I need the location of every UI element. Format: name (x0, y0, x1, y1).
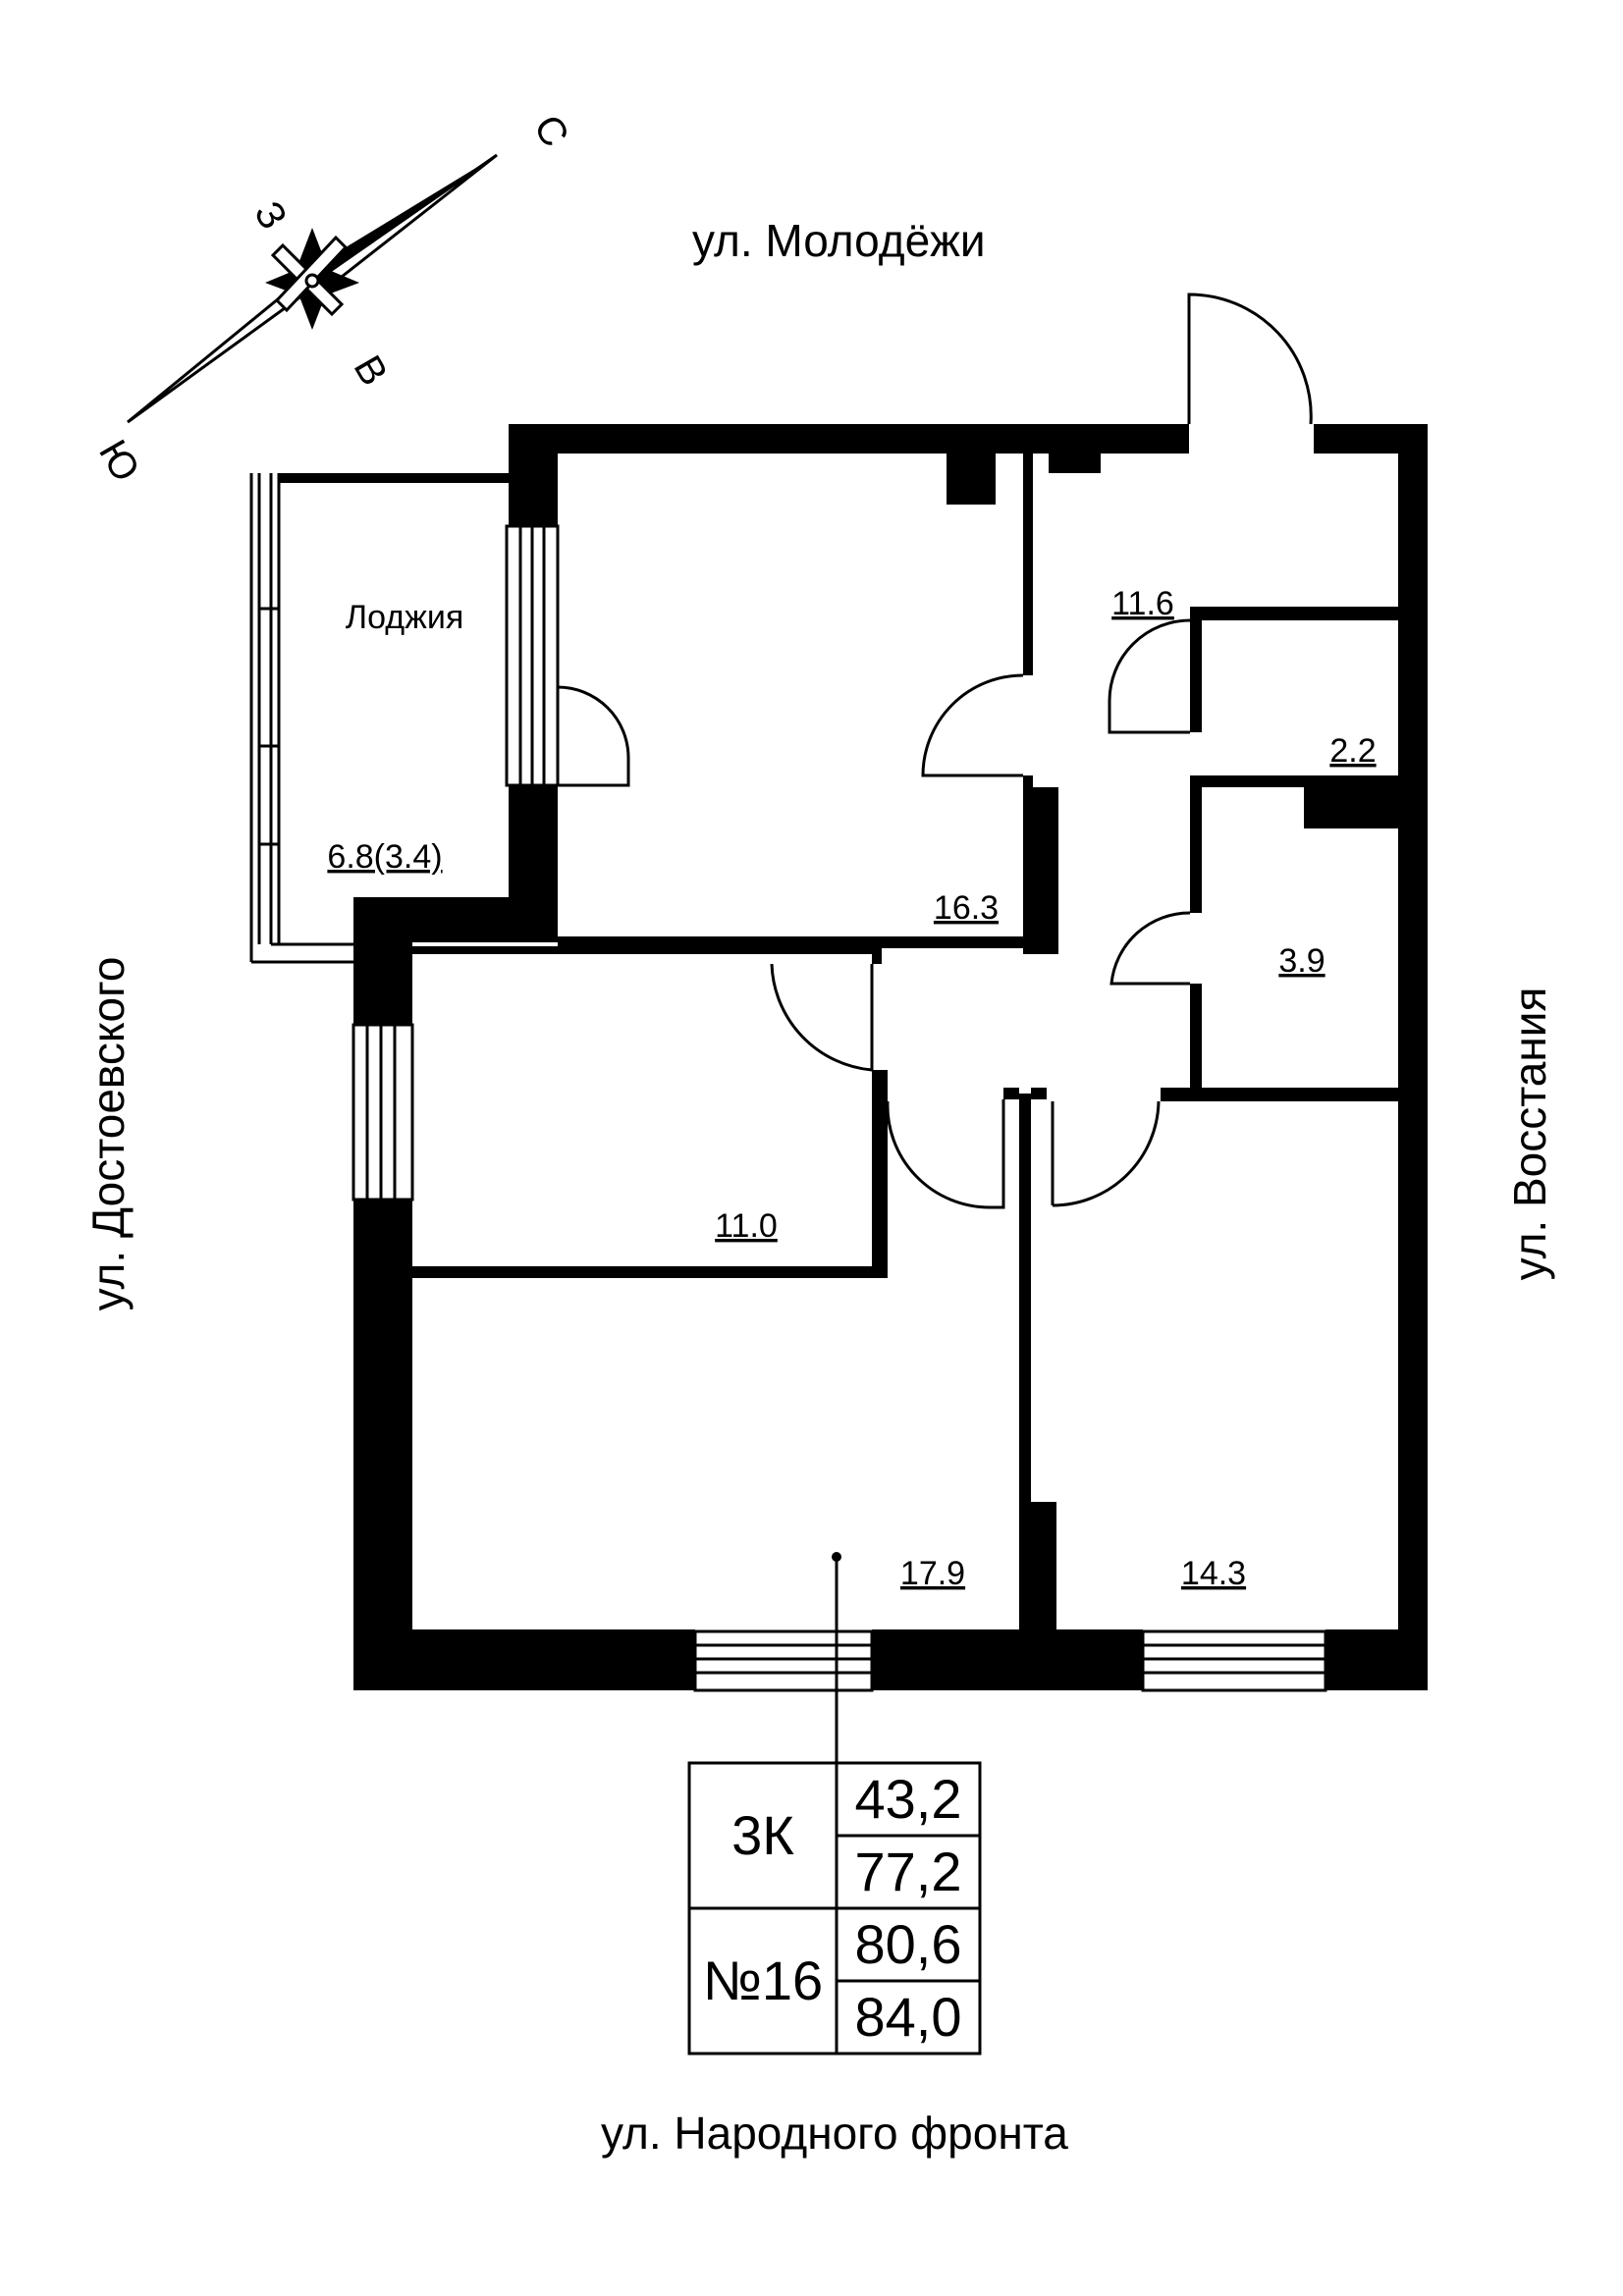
compass-north-label: С (525, 108, 577, 154)
room-area-wc: 2.2 (1329, 732, 1376, 770)
door-swings (557, 293, 1313, 1209)
room-label-loggia: Лоджия (346, 599, 463, 636)
compass-rose-icon (127, 153, 498, 424)
windows (352, 524, 1327, 1692)
street-label-top: ул. Молодёжи (692, 215, 986, 266)
room-area-living: 17.9 (900, 1555, 965, 1592)
room-area-bath: 3.9 (1278, 942, 1325, 980)
area-with-loggia-value: 80,6 (854, 1913, 962, 1975)
room-area-bedroom-right: 14.3 (1181, 1555, 1246, 1592)
area-living-value: 43,2 (854, 1768, 962, 1830)
room-area-hall: 11.6 (1111, 585, 1174, 622)
loggia (249, 473, 353, 964)
room-area-loggia: 6.8(3.4) (327, 838, 442, 876)
apartment-type: 3К (731, 1804, 794, 1866)
outer-walls (353, 424, 1428, 1690)
compass-east-label: В (346, 348, 396, 393)
interior-walls (412, 454, 1398, 1688)
apartment-number: №16 (702, 1949, 824, 2011)
street-label-bottom: ул. Народного фронта (601, 2108, 1068, 2159)
area-full-value: 84,0 (854, 1986, 962, 2048)
info-table (687, 1761, 982, 2056)
compass-west-label: З (245, 194, 295, 237)
room-area-middle: 11.0 (715, 1207, 778, 1245)
compass-south-label: Ю (90, 433, 147, 489)
area-total-value: 77,2 (854, 1841, 962, 1902)
room-area-bedroom-top: 16.3 (934, 889, 999, 927)
